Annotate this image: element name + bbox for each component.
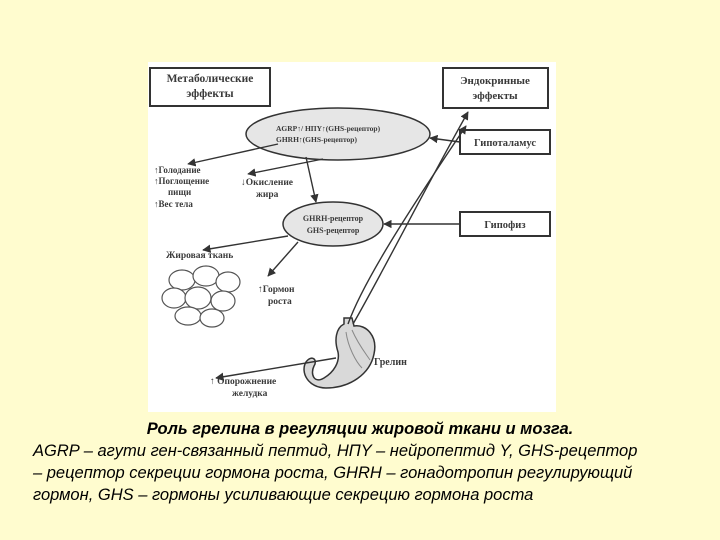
body-weight-label: ↑Вес тела: [154, 199, 193, 209]
agrp-npy-text: AGRP↑/ НПY↑(GHS-рецептор): [276, 124, 381, 133]
figure-caption: Роль грелина в регуляции жировой ткани и…: [0, 418, 720, 506]
food-intake-label: ↑Поглощение: [154, 176, 209, 186]
hypothalamus-ellipse: AGRP↑/ НПY↑(GHS-рецептор) GHRH↑(GHS-реце…: [245, 107, 431, 161]
ghrh-top-text: GHRH↑(GHS-рецептор): [276, 135, 357, 144]
arrow-to-pituitary-ellipse: [305, 156, 319, 203]
pituitary-box: Гипофиз: [459, 211, 551, 237]
gastric-emptying-line2: желудка: [232, 389, 268, 399]
gastric-emptying-line1: ↑ Опорожнение: [210, 377, 276, 387]
metabolic-effects-line2: эффекты: [186, 88, 233, 100]
fat-oxidation: ↓Окисление жира: [241, 178, 293, 200]
caption-title: Роль грелина в регуляции жировой ткани и…: [146, 420, 574, 438]
caption-line-2: – рецептор секреции гормона роста, GHRH …: [33, 464, 633, 482]
fat-oxidation-line2: жира: [256, 190, 279, 200]
arrow-to-gastric-emptying: [215, 357, 337, 381]
arrows: [187, 111, 469, 381]
caption-line-1: AGRP – агути ген-связанный пептид, НПY –…: [33, 442, 638, 460]
ghrelin-label: Грелин: [374, 357, 407, 368]
hunger-label: ↑Голодание: [154, 165, 201, 175]
metabolic-effects-line1: Метаболические: [167, 73, 254, 85]
pituitary-label: Гипофиз: [484, 220, 525, 231]
arrow-to-fat-oxidation: [247, 158, 324, 177]
arrow-to-growth-hormone: [267, 241, 299, 277]
endocrine-effects-line1: Эндокринные: [460, 75, 530, 87]
pituitary-ellipse: GHRH-рецептор GHS-рецептор: [282, 201, 384, 247]
arrow-to-adipose: [202, 235, 289, 253]
growth-hormone-line1: ↑Гормон: [258, 285, 295, 295]
caption-line-3: гормон, GHS – гормоны усиливающие секрец…: [33, 486, 534, 504]
endocrine-effects-line2: эффекты: [472, 90, 518, 102]
endocrine-effects-box: Эндокринные эффекты: [442, 67, 549, 109]
metabolic-effects-box: Метаболические эффекты: [149, 67, 271, 107]
gastric-emptying: ↑ Опорожнение желудка: [210, 377, 276, 399]
arrow-ghrelin-to-endocrine-2: [352, 111, 469, 325]
stomach-icon: [303, 317, 376, 389]
ghrh-receptor-text: GHRH-рецептор: [303, 214, 364, 223]
growth-hormone-line2: роста: [268, 297, 292, 307]
fat-oxidation-line1: ↓Окисление: [241, 178, 293, 188]
hypothalamus-box: Гипоталамус: [459, 129, 551, 155]
diagram-figure: Метаболические эффекты Эндокринные эффек…: [148, 62, 556, 412]
arrow-ghrelin-to-endocrine: [347, 125, 467, 325]
adipose-cells-icon: [161, 265, 241, 328]
ghs-receptor-text: GHS-рецептор: [307, 226, 360, 235]
food-label: пищи: [168, 187, 191, 197]
growth-hormone: ↑Гормон роста: [258, 285, 295, 307]
metabolic-effects-list: ↑Голодание ↑Поглощение пищи ↑Вес тела: [154, 165, 209, 209]
hypothalamus-label: Гипоталамус: [474, 138, 536, 149]
adipose-tissue-label: Жировая ткань: [166, 251, 233, 261]
arrow-to-metabolic: [187, 143, 279, 167]
